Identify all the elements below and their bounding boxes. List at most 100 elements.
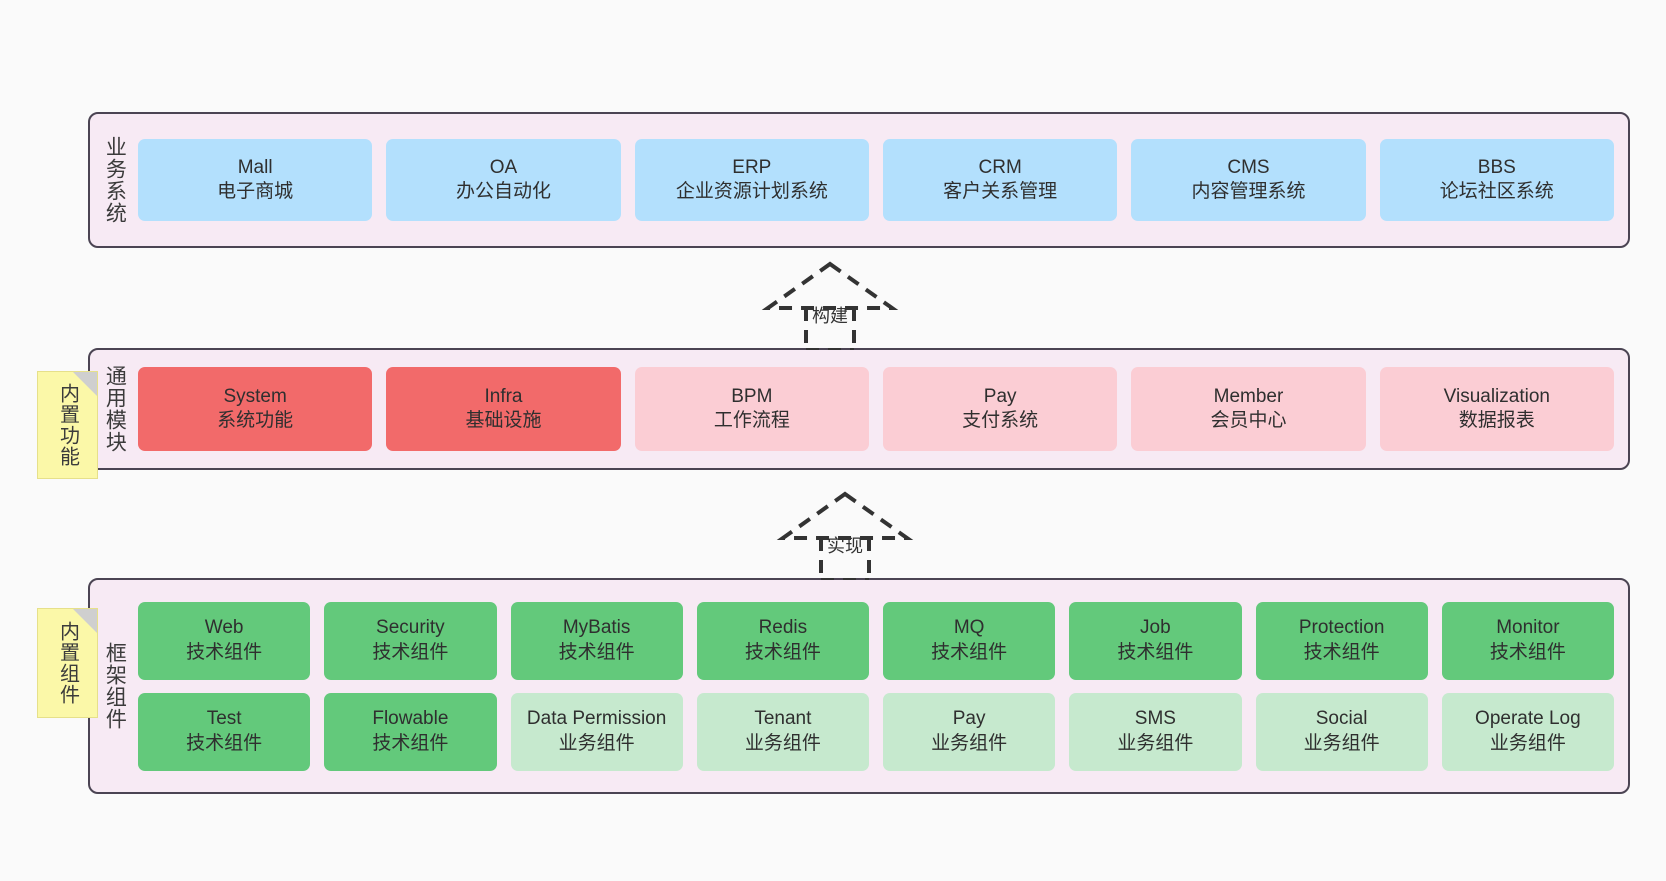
layer-framework-component-nodes: Web 技术组件 Security 技术组件 MyBatis 技术组件 Redi…: [138, 580, 1628, 792]
node-subtitle: 技术组件: [1117, 641, 1194, 663]
node-title: BPM: [731, 385, 773, 407]
node-title: Job: [1140, 617, 1171, 639]
connector-implement-label: 实现: [827, 536, 863, 556]
node-mall[interactable]: Mall 电子商城: [138, 139, 373, 221]
node-web[interactable]: Web 技术组件: [138, 601, 311, 680]
node-system[interactable]: System 系统功能: [138, 367, 373, 451]
connector-build: 构建: [760, 258, 900, 352]
node-subtitle: 会员中心: [1210, 410, 1287, 431]
node-subtitle: 业务组件: [931, 732, 1008, 754]
node-operate-log[interactable]: Operate Log 业务组件: [1441, 692, 1614, 771]
node-subtitle: 业务组件: [558, 732, 635, 754]
node-subtitle: 技术组件: [931, 641, 1008, 663]
node-subtitle: 论坛社区系统: [1439, 181, 1554, 202]
node-flowable[interactable]: Flowable 技术组件: [324, 692, 497, 771]
layer-business-system-label: 业务系统: [103, 136, 127, 224]
node-protection[interactable]: Protection 技术组件: [1255, 601, 1428, 680]
node-title: CRM: [978, 156, 1022, 178]
node-subtitle: 系统功能: [217, 410, 294, 431]
node-title: Mall: [237, 156, 273, 178]
node-title: CMS: [1227, 156, 1270, 178]
node-title: Redis: [758, 617, 808, 639]
node-subtitle: 支付系统: [962, 410, 1039, 431]
node-test[interactable]: Test 技术组件: [138, 692, 311, 771]
node-title: Visualization: [1443, 385, 1550, 407]
node-subtitle: 技术组件: [186, 641, 263, 663]
node-subtitle: 工作流程: [713, 410, 790, 431]
node-visualization[interactable]: Visualization 数据报表: [1379, 367, 1614, 451]
node-security[interactable]: Security 技术组件: [324, 601, 497, 680]
node-title: MyBatis: [562, 617, 631, 639]
node-title: ERP: [732, 156, 772, 178]
sticky-note-builtin-component: 内置组件: [37, 608, 98, 718]
node-subtitle: 数据报表: [1458, 410, 1535, 431]
note-fold-icon: [73, 372, 97, 396]
layer-common-module-nodes: System 系统功能 Infra 基础设施 BPM 工作流程 Pay 支付系统…: [138, 350, 1628, 468]
node-title: Pay: [983, 385, 1017, 407]
node-erp[interactable]: ERP 企业资源计划系统: [634, 139, 869, 221]
node-pay[interactable]: Pay 支付系统: [882, 367, 1118, 451]
node-subtitle: 客户关系管理: [943, 181, 1058, 202]
layer-common-module-label: 通用模块: [103, 365, 127, 453]
node-redis[interactable]: Redis 技术组件: [696, 601, 869, 680]
node-subtitle: 技术组件: [1303, 641, 1380, 663]
node-row: Mall 电子商城 OA 办公自动化 ERP 企业资源计划系统 CRM 客户关系…: [138, 139, 1614, 221]
node-title: Social: [1315, 708, 1368, 730]
layer-business-system: 业务系统 Mall 电子商城 OA 办公自动化 ERP 企业资源计划系统 CRM…: [88, 112, 1630, 248]
node-title: Pay: [952, 708, 986, 730]
node-data-permission[interactable]: Data Permission 业务组件: [510, 692, 683, 771]
node-subtitle: 基础设施: [465, 410, 542, 431]
node-social[interactable]: Social 业务组件: [1255, 692, 1428, 771]
node-subtitle: 技术组件: [186, 732, 263, 754]
sticky-note-text: 内置组件: [56, 621, 79, 705]
node-member[interactable]: Member 会员中心: [1131, 367, 1366, 451]
node-mq[interactable]: MQ 技术组件: [883, 601, 1056, 680]
sticky-note-text: 内置功能: [56, 383, 79, 467]
node-title: BBS: [1477, 156, 1516, 178]
node-subtitle: 业务组件: [1117, 732, 1194, 754]
node-bpm[interactable]: BPM 工作流程: [634, 367, 869, 451]
node-subtitle: 业务组件: [744, 732, 821, 754]
node-title: Monitor: [1496, 617, 1560, 639]
node-title: MQ: [953, 617, 985, 639]
node-row: System 系统功能 Infra 基础设施 BPM 工作流程 Pay 支付系统…: [138, 367, 1614, 451]
sticky-note-builtin-feature: 内置功能: [37, 371, 98, 479]
node-subtitle: 电子商城: [217, 181, 294, 202]
node-subtitle: 办公自动化: [455, 181, 551, 202]
node-title: Security: [376, 617, 445, 639]
node-mybatis[interactable]: MyBatis 技术组件: [510, 601, 683, 680]
node-title: OA: [489, 156, 518, 178]
node-title: Test: [206, 708, 242, 730]
node-infra[interactable]: Infra 基础设施: [386, 367, 621, 451]
connector-build-label: 构建: [812, 306, 848, 326]
node-row: Web 技术组件 Security 技术组件 MyBatis 技术组件 Redi…: [138, 601, 1614, 680]
node-bbs[interactable]: BBS 论坛社区系统: [1379, 139, 1614, 221]
layer-business-system-nodes: Mall 电子商城 OA 办公自动化 ERP 企业资源计划系统 CRM 客户关系…: [138, 114, 1628, 246]
node-sms[interactable]: SMS 业务组件: [1069, 692, 1242, 771]
layer-framework-component-label: 框架组件: [103, 642, 127, 730]
node-job[interactable]: Job 技术组件: [1069, 601, 1242, 680]
node-cms[interactable]: CMS 内容管理系统: [1131, 139, 1366, 221]
node-row: Test 技术组件 Flowable 技术组件 Data Permission …: [138, 692, 1614, 771]
node-oa[interactable]: OA 办公自动化: [386, 139, 621, 221]
node-pay-component[interactable]: Pay 业务组件: [883, 692, 1056, 771]
node-title: Data Permission: [526, 708, 667, 730]
node-title: Protection: [1298, 617, 1385, 639]
connector-implement: 实现: [775, 488, 915, 582]
node-subtitle: 内容管理系统: [1191, 181, 1306, 202]
node-subtitle: 技术组件: [1489, 641, 1566, 663]
node-title: Flowable: [372, 708, 449, 730]
node-title: Tenant: [754, 708, 812, 730]
note-fold-icon: [73, 609, 97, 633]
layer-common-module: 通用模块 System 系统功能 Infra 基础设施 BPM 工作流程 Pay…: [88, 348, 1630, 470]
node-title: Operate Log: [1475, 708, 1581, 730]
layer-framework-component: 框架组件 Web 技术组件 Security 技术组件 MyBatis 技术组件…: [88, 578, 1630, 794]
node-title: Web: [204, 617, 244, 639]
node-crm[interactable]: CRM 客户关系管理: [882, 139, 1118, 221]
node-monitor[interactable]: Monitor 技术组件: [1441, 601, 1614, 680]
node-subtitle: 企业资源计划系统: [675, 181, 828, 202]
node-subtitle: 技术组件: [372, 732, 449, 754]
node-tenant[interactable]: Tenant 业务组件: [696, 692, 869, 771]
node-title: Infra: [484, 385, 523, 407]
